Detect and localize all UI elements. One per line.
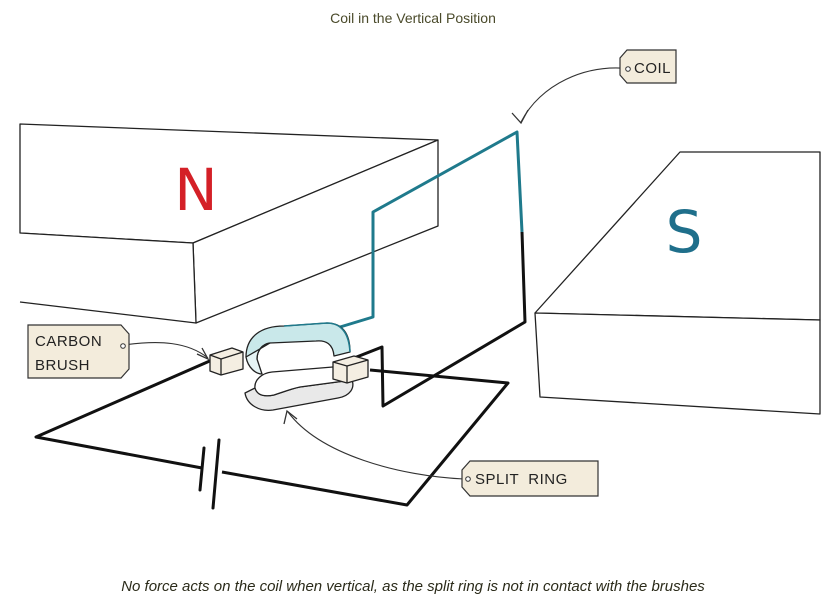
split-ring-lower xyxy=(244,365,354,411)
south-magnet xyxy=(534,151,821,415)
coil-leader xyxy=(520,67,633,123)
carbon-brush-leader xyxy=(123,342,209,359)
north-magnet xyxy=(19,123,439,324)
battery-cell xyxy=(198,438,221,510)
coil-arrowhead xyxy=(511,109,529,125)
coil-wire xyxy=(316,130,524,336)
carbon-brush-label-line1: CARBON xyxy=(35,333,102,350)
coil-label: COIL xyxy=(634,60,671,77)
diagram-title: Coil in the Vertical Position xyxy=(330,10,496,26)
carbon-brush-label-line2: BRUSH xyxy=(35,357,90,374)
leader-lines xyxy=(123,67,633,480)
south-pole-letter: S xyxy=(666,198,703,266)
split-ring-upper xyxy=(245,322,351,375)
carbon-brush-left xyxy=(209,347,244,376)
split-ring-tag: SPLIT RING xyxy=(461,460,599,497)
coil-return-wire xyxy=(348,231,527,408)
carbon-brush-tag: CARBON BRUSH xyxy=(27,324,130,379)
split-ring-label: SPLIT RING xyxy=(475,471,568,488)
diagram-caption: No force acts on the coil when vertical,… xyxy=(121,578,705,595)
split-ring-arrowhead xyxy=(283,409,298,425)
circuit-wire xyxy=(34,358,213,470)
circuit-wire-right xyxy=(221,368,510,507)
north-pole-letter: N xyxy=(174,156,217,224)
split-ring-leader xyxy=(287,411,465,480)
coil-tag: COIL xyxy=(619,49,677,84)
carbon-brush-right xyxy=(332,355,369,384)
carbon-brush-arrowhead xyxy=(196,347,210,361)
